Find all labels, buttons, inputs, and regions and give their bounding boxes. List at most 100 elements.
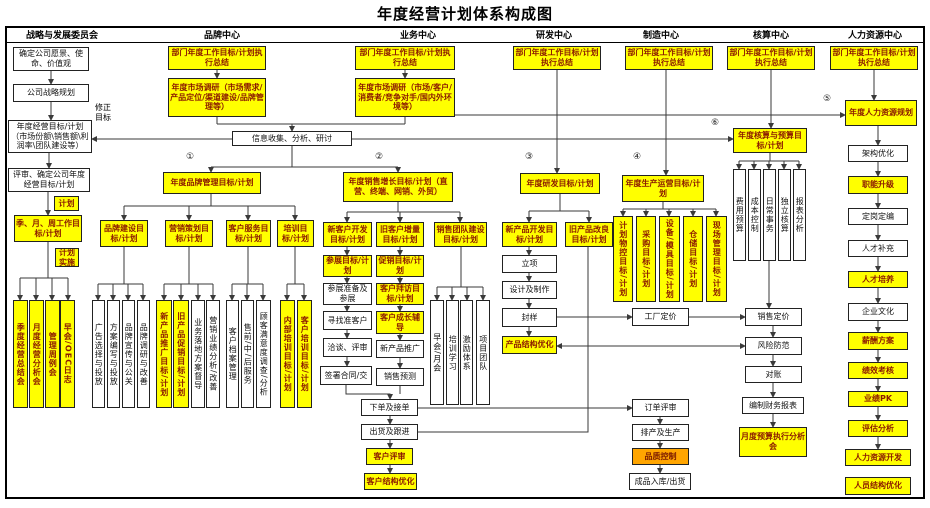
brand-building-target: 品牌建设目标/计划 [100,220,148,247]
scheduling-production: 排产及生产 [632,424,689,441]
finished-goods-shipping: 成品入库/出货 [629,473,691,490]
order-review: 订单评审 [632,399,689,417]
company-vision: 确定公司愿景、使命、价值观 [13,47,89,71]
cost-control: 成本控制 [748,169,761,261]
project-team: 项目团队 [476,300,490,405]
seq-2-badge: ② [374,152,384,162]
monthly-budget-analysis-meeting: 月度预算执行分析会 [739,427,807,457]
header-band [5,26,925,43]
negotiation-review: 洽谈、评审 [323,338,372,357]
satisfaction-survey: 顾客满意度调查/分析 [256,300,271,408]
training-learning: 培训学习 [446,300,459,405]
weekly-monthly-work-target: 季、月、周工作目标/计划 [14,215,82,242]
compensation-plan: 薪酬方案 [848,332,908,350]
expense-budget: 费用预算 [733,169,746,261]
annual-production-target: 年度生产运营目标/计划 [622,175,704,202]
site-management-target: 现场管理目标/计划 [706,216,727,302]
risk-prevention: 风险防范 [745,337,802,355]
performance-pk: 业绩PK [848,391,908,407]
sample-sealing: 封样 [502,308,557,327]
sales-pricing: 销售定价 [745,308,802,326]
warehouse-target: 仓储目标/计划 [683,216,703,302]
customer-structure-optimization: 客户结构优化 [364,473,417,490]
corporate-culture: 企业文化 [848,303,908,321]
brand-pr: 品牌宣传与公关 [122,300,135,408]
quarterly-review-meeting: 季度经营总结会 [13,300,28,408]
product-structure-optimization: 产品结构优化 [502,336,557,354]
equipment-mold-target: 设备/模具目标/计划 [659,216,680,302]
exhibition-target: 参展目标/计划 [323,255,372,277]
accounting-dept-summary: 部门年度工作目标/计划执行总结 [727,46,815,70]
marketing-planning-target: 营销策划目标/计划 [165,220,213,247]
sign-contract: 签署合同/交 [320,366,372,385]
annual-business-target: 年度经营目标/计划（市场份额\销售额\利润率\团队建设等） [8,120,92,153]
function-upgrade: 职能升级 [848,176,908,194]
performance-appraisal: 绩效考核 [848,362,908,379]
new-customer-dev-target: 新客户开发目标/计划 [323,222,372,247]
brand-dept-summary: 部门年度工作目标/计划执行总结 [168,46,266,70]
old-customer-increase-target: 旧客户增量目标/计划 [376,222,424,247]
customer-file-management: 客户档案管理 [226,300,239,408]
weekly-management-meeting: 管理周例会 [45,300,60,408]
business-landing-supervision: 业务落地方案督导 [191,300,205,408]
design-production: 设计及制作 [502,281,557,299]
sales-dept-summary: 部门年度工作目标/计划执行总结 [355,46,455,70]
personnel-structure-optimization: 人员结构优化 [845,477,911,495]
hr-dept-summary: 部门年度工作目标/计划执行总结 [830,46,918,70]
proposal-writing: 方案编写与投放 [107,300,120,408]
talent-development: 人才培养 [848,271,908,288]
old-product-promotion-target: 旧产品促销目标/计划 [173,300,189,408]
report-analysis: 报表分析 [793,169,806,261]
annual-brand-target: 年度品牌管理目标/计划 [163,172,261,194]
customer-training-target: 客户培训目标/计划 [297,300,312,408]
monthly-analysis-meeting: 月度经营分析会 [29,300,44,408]
seq-4-badge: ④ [632,152,642,162]
old-product-improve-target: 旧产品改良目标/计划 [565,222,613,247]
edge-69 [345,385,393,400]
new-product-dev-target: 新产品开发目标/计划 [502,222,557,247]
customer-service-target: 客户服务目标/计划 [226,220,271,247]
column-header-2: 品牌中心 [203,31,241,41]
info-collection: 信息收集、分析、研讨 [232,131,352,146]
seq-1-badge: ① [185,152,195,162]
training-target: 培训目标/计划 [277,220,314,247]
marketing-performance-analysis: 营销业绩分析/改善 [206,300,220,408]
sales-forecast: 销售预测 [376,368,424,386]
plan-implement-label: 计划实施 [55,248,79,267]
pre-mid-post-service: 售前/中/后服务 [241,300,254,408]
reconciliation: 对账 [745,366,802,383]
find-prospects: 寻找准客户 [323,311,372,330]
review-confirm-annual-target: 评审、确定公司年度经营目标/计划 [8,168,90,192]
brand-market-research: 年度市场调研（市场需求/产品定位/渠道建设/品牌管理等） [168,78,266,117]
column-header-1: 战略与发展委员会 [25,31,99,41]
structure-optimization: 架构优化 [848,145,908,162]
column-header-3: 业务中心 [399,31,437,41]
mfg-dept-summary: 部门年度工作目标/计划执行总结 [625,46,713,70]
edge-81 [418,346,589,433]
seq-5-badge: ⑤ [822,94,832,104]
new-product-promotion-target: 新产品推广目标/计划 [156,300,172,408]
company-strategy-plan: 公司战略规划 [13,84,89,102]
column-header-6: 核算中心 [752,31,790,41]
financial-statements: 编制财务报表 [742,397,804,414]
adjust-goal-label: 修正目标 [95,103,111,122]
sales-team-building-target: 销售团队建设目标/计划 [434,222,487,247]
internal-training-target: 内部培训目标/计划 [280,300,295,408]
procurement-target: 采购目标/计划 [636,216,656,302]
seq-3-badge: ③ [524,152,534,162]
plan-label: 计划 [54,196,79,211]
exhibition-prep: 参展准备及参展 [323,283,372,305]
independent-accounting: 独立核算 [778,169,791,261]
morning-monthly-meeting: 早会/月会 [430,300,444,405]
column-header-4: 研发中心 [535,31,573,41]
annual-rd-target: 年度研发目标/计划 [520,173,600,194]
column-header-7: 人力资源中心 [847,31,903,41]
rd-dept-summary: 部门年度工作目标/计划执行总结 [513,46,601,70]
annual-hr-planning: 年度人力资源规划 [845,100,917,126]
factory-pricing: 工厂定价 [632,308,689,326]
page-title: 年度经营计划体系构成图 [376,5,553,23]
incentive-system: 激励体系 [460,300,473,405]
hr-development: 人力资源开发 [845,449,911,466]
